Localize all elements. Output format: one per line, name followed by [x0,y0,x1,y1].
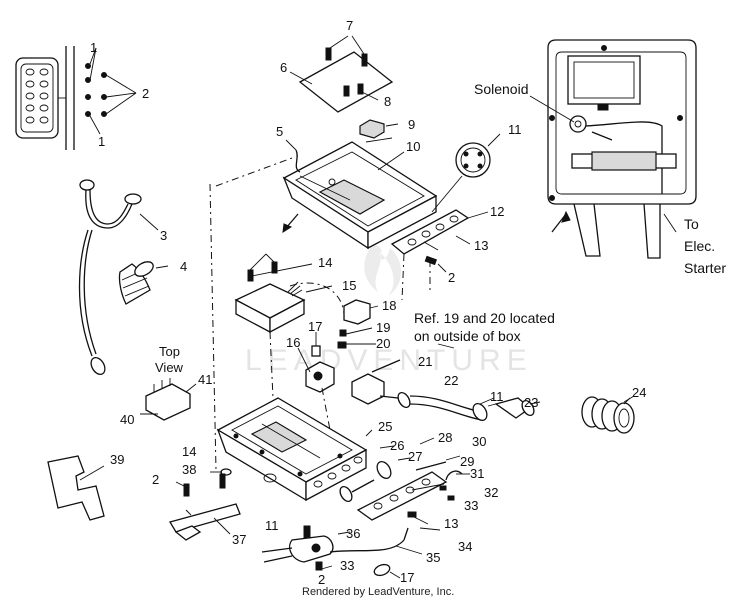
to-elec-starter-line2: Elec. [684,238,715,254]
callout-2c: 2 [152,472,159,487]
callout-16: 16 [286,335,300,350]
top-view-line2: View [155,360,184,375]
to-elec-starter-line3: Starter [684,260,726,276]
callout-17b: 17 [400,570,414,585]
callout-37: 37 [232,532,246,547]
round-connector-plug [431,133,501,213]
callout-2a: 2 [142,86,149,101]
callout-7: 7 [346,18,353,33]
connector-40-41 [140,378,197,421]
callout-36: 36 [346,526,360,541]
callout-41: 41 [198,372,212,387]
callout-1b: 1 [98,134,105,149]
callout-32: 32 [484,485,498,500]
battery-cable [78,179,159,376]
callout-18: 18 [382,298,396,313]
bracket-39 [47,455,105,521]
cable-21-22 [351,359,483,421]
plug-11-23 [472,397,535,422]
callout-34: 34 [458,539,472,554]
to-elec-starter-line1: To [684,216,699,232]
solenoid-box-detail [529,39,697,259]
callout-10: 10 [406,139,420,154]
callout-5: 5 [276,124,283,139]
callout-13a: 13 [474,238,488,253]
rubber-boot [118,261,169,305]
ref-note-line1: Ref. 19 and 20 located [414,310,555,326]
cap-17 [373,563,401,579]
callout-14a: 14 [318,255,332,270]
callout-22: 22 [444,373,458,388]
callout-9: 9 [408,117,415,132]
lower-box [216,397,368,502]
callout-1a: 1 [90,40,97,55]
callout-17a: 17 [308,319,322,334]
screws-14 [247,253,313,282]
callout-labels: 1 2 1 7 6 8 9 5 10 11 12 13 3 4 2 14 15 … [90,18,646,587]
callout-21: 21 [418,354,432,369]
callout-6: 6 [280,60,287,75]
watermark-logo [364,244,402,296]
callout-12: 12 [490,204,504,219]
box-lid [282,139,438,250]
callout-31: 31 [470,466,484,481]
callout-20: 20 [376,336,390,351]
callout-2b: 2 [448,270,455,285]
fuse-block-assembly [15,46,137,150]
callout-39: 39 [110,452,124,467]
callout-14b: 14 [182,444,196,459]
grommet-plate-lower [339,460,463,525]
callout-35: 35 [426,550,440,565]
footer-credit: Rendered by LeadVenture, Inc. [302,586,454,598]
callout-26: 26 [390,438,404,453]
relay-18 [343,299,379,325]
grommet-plate-upper [390,209,489,273]
callout-2d: 2 [318,572,325,587]
notes: Solenoid To Elec. Starter Ref. 19 and 20… [414,81,726,344]
callout-24: 24 [632,385,646,400]
cover-plate [298,35,394,113]
callout-30: 30 [472,434,486,449]
watermark-text: LEADVENTURE [245,344,533,377]
callout-38: 38 [182,462,196,477]
module-block [234,281,333,334]
callout-11a: 11 [508,122,522,137]
callout-11c: 11 [265,518,279,533]
callout-11b: 11 [490,389,504,404]
callout-15: 15 [342,278,356,293]
small-parts-19-20 [337,327,376,349]
solenoid-label: Solenoid [474,81,529,97]
screws-lower [175,468,232,497]
bracket-37 [169,503,241,541]
callout-33b: 33 [340,558,354,573]
callout-27: 27 [408,449,422,464]
callout-33a: 33 [464,498,478,513]
connector-16-17 [297,332,335,393]
callout-3: 3 [160,228,167,243]
leader-lines [289,71,635,571]
callout-8: 8 [384,94,391,109]
callout-13b: 13 [444,516,458,531]
grommet-24 [581,396,635,434]
callout-29: 29 [460,454,474,469]
callout-19: 19 [376,320,390,335]
callout-4: 4 [180,259,187,274]
top-view-line1: Top [159,344,180,359]
ref-note-line2: on outside of box [414,328,521,344]
terminal-36-wire-35 [261,525,409,571]
callout-25: 25 [378,419,392,434]
callout-23: 23 [524,395,538,410]
relay-part [359,119,399,139]
callout-40: 40 [120,412,134,427]
callout-28: 28 [438,430,452,445]
